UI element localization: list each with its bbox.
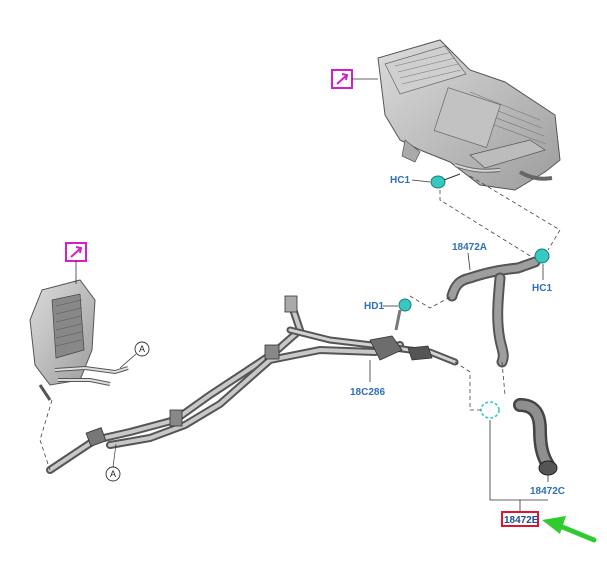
- label-hc1-right[interactable]: HC1: [532, 283, 552, 294]
- hose-18472c[interactable]: [513, 398, 558, 476]
- green-arrow-icon: [542, 516, 597, 543]
- callout-a-upper[interactable]: A: [134, 341, 150, 357]
- pencil-arrow-icon[interactable]: [65, 242, 87, 262]
- label-18472c[interactable]: 18472C: [530, 486, 565, 497]
- label-18472e-box[interactable]: 18472E: [501, 511, 539, 527]
- hc1-clip-right[interactable]: [534, 248, 550, 264]
- label-hc1-top[interactable]: HC1: [390, 175, 410, 186]
- pencil-arrow-icon[interactable]: [331, 69, 353, 89]
- hvac-housing: [377, 39, 561, 191]
- clamp-ring[interactable]: [480, 401, 500, 419]
- hose-18472a[interactable]: [446, 256, 541, 368]
- tube-assembly-18c286[interactable]: [46, 295, 459, 474]
- heater-core[interactable]: [29, 279, 129, 401]
- label-18c286[interactable]: 18C286: [350, 387, 385, 398]
- callout-a-lower[interactable]: A: [105, 466, 121, 482]
- label-18472e[interactable]: 18472E: [504, 515, 539, 526]
- label-18472a[interactable]: 18472A: [452, 242, 487, 253]
- svg-text:A: A: [139, 344, 145, 354]
- hd1-clip[interactable]: [394, 298, 412, 331]
- hc1-clip-top[interactable]: [430, 173, 461, 189]
- label-hd1[interactable]: HD1: [364, 301, 384, 312]
- svg-text:A: A: [110, 469, 116, 479]
